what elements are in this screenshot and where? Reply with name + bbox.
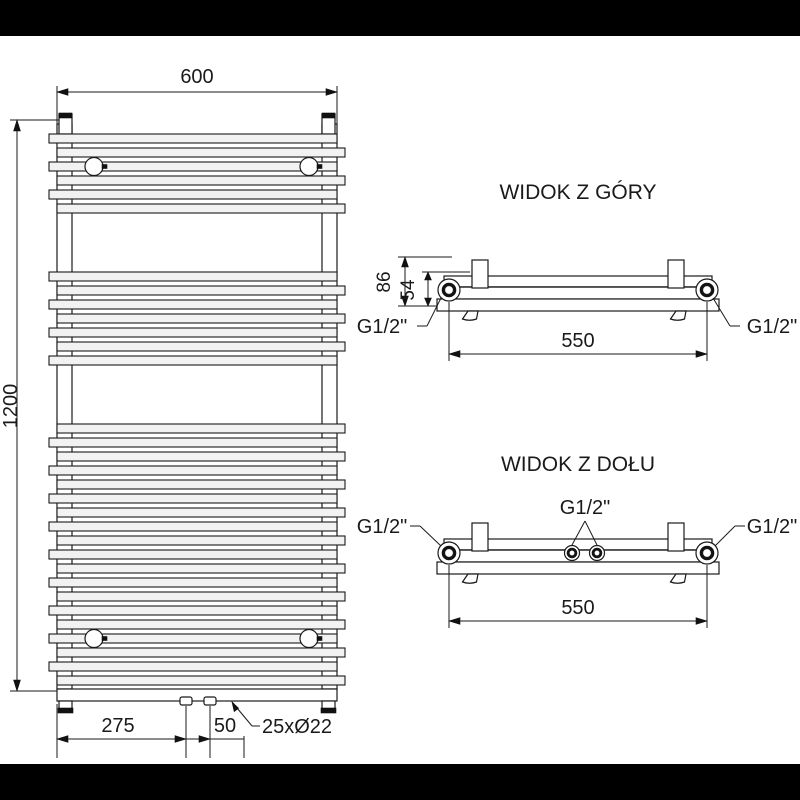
bottom-right-g12-label: G1/2": [747, 516, 797, 538]
front-rails-lower: [48, 423, 346, 686]
top-view: WIDOK Z GÓRY 86 54: [357, 181, 797, 361]
bottom-left-g12-label: G1/2": [357, 516, 407, 538]
bottom-view-right-connection: G1/2": [714, 516, 797, 547]
front-view: 600 1200: [0, 66, 346, 758]
bottom-view-title: WIDOK Z DOŁU: [501, 453, 655, 476]
dim-550-top: 550: [447, 302, 709, 361]
front-rails-upper: [48, 133, 346, 214]
dim-54: 54: [398, 271, 470, 307]
dim-275-label: 275: [101, 715, 134, 737]
top-view-body: [436, 259, 720, 321]
bottom-view-body: [436, 522, 720, 584]
dim-height-label: 1200: [0, 384, 22, 429]
dim-54-label: 54: [398, 279, 419, 301]
dim-550-top-label: 550: [561, 330, 594, 352]
bottom-view: WIDOK Z DOŁU: [357, 453, 797, 628]
dim-width-label: 600: [180, 66, 213, 88]
top-view-title: WIDOK Z GÓRY: [499, 181, 656, 204]
hole-note-label: 25xØ22: [262, 716, 332, 738]
technical-drawing-svg: 600 1200: [0, 66, 797, 758]
dim-550-bottom-label: 550: [561, 597, 594, 619]
front-side-pipes: [56, 123, 338, 690]
front-bottom-frame: [56, 688, 338, 714]
top-left-g12-label: G1/2": [357, 316, 407, 338]
dim-550-bottom: 550: [447, 565, 709, 628]
front-rails-middle: [48, 271, 346, 366]
dim-width-600: 600: [55, 66, 339, 160]
top-view-left-connection: G1/2": [357, 297, 442, 338]
front-bracket-upper: [84, 156, 323, 177]
bottom-view-left-connection: G1/2": [357, 516, 442, 547]
front-bottom-dims: 275 50 25xØ22: [55, 701, 332, 758]
drawing-sheet: 600 1200: [0, 36, 800, 764]
bottom-view-center-connection: G1/2": [560, 497, 610, 546]
dim-86-label: 86: [374, 271, 395, 292]
top-right-g12-label: G1/2": [747, 316, 797, 338]
bottom-center-g12-label: G1/2": [560, 497, 610, 519]
front-top-collars: [58, 112, 336, 135]
dim-height-1200: 1200: [0, 118, 66, 693]
front-bracket-lower: [84, 628, 323, 649]
dim-50-label: 50: [214, 715, 236, 737]
top-view-right-connection: G1/2": [712, 297, 797, 338]
